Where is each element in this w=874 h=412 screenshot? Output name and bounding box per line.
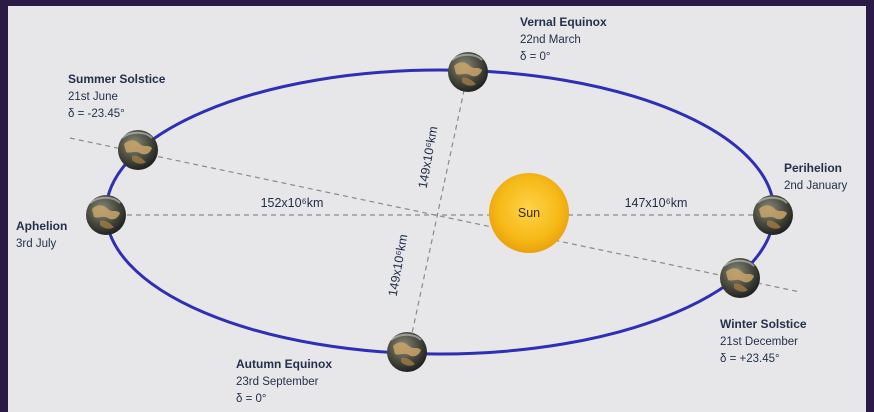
aphelion-title: Aphelion — [16, 219, 67, 233]
earth-aphelion — [85, 194, 127, 236]
vernal-equinox-declination: δ = 0° — [520, 51, 551, 63]
perihelion-distance-label: 147x10⁶km — [625, 196, 688, 210]
sun — [489, 173, 569, 253]
vernal-equinox-label: Vernal Equinox 22nd March δ = 0° — [520, 15, 607, 63]
minor-axis-upper-label: 149x10⁶km — [416, 125, 441, 189]
summer-solstice-title: Summer Solstice — [68, 72, 166, 86]
minor-axis-line — [407, 71, 469, 353]
aphelion-distance-label: 152x10⁶km — [261, 196, 324, 210]
winter-solstice-title: Winter Solstice — [720, 317, 807, 331]
winter-solstice-declination: δ = +23.45° — [720, 353, 780, 365]
aphelion-date: 3rd July — [16, 238, 57, 250]
minor-axis-lower-label: 149x10⁶km — [386, 233, 411, 297]
winter-solstice-date: 21st December — [720, 336, 798, 348]
autumn-equinox-declination: δ = 0° — [236, 393, 267, 405]
perihelion-date: 2nd January — [784, 180, 848, 192]
summer-solstice-label: Summer Solstice 21st June δ = -23.45° — [68, 72, 166, 120]
earth-vernal-equinox — [447, 51, 489, 93]
solstice-line — [69, 137, 801, 293]
perihelion-label: Perihelion 2nd January — [784, 161, 848, 192]
sun-label: Sun — [518, 206, 540, 220]
summer-solstice-date: 21st June — [68, 91, 118, 103]
earth-summer-solstice — [117, 129, 159, 171]
autumn-equinox-date: 23rd September — [236, 376, 319, 388]
earth-perihelion — [752, 194, 794, 236]
earth-orbit — [104, 68, 776, 356]
earth-winter-solstice — [719, 257, 761, 299]
diagram-frame — [8, 6, 866, 412]
aphelion-label: Aphelion 3rd July — [16, 219, 67, 250]
perihelion-title: Perihelion — [784, 161, 842, 175]
autumn-equinox-label: Autumn Equinox 23rd September δ = 0° — [236, 357, 332, 405]
autumn-equinox-title: Autumn Equinox — [236, 357, 332, 371]
winter-solstice-label: Winter Solstice 21st December δ = +23.45… — [720, 317, 807, 365]
earth-autumn-equinox — [386, 331, 428, 373]
vernal-equinox-title: Vernal Equinox — [520, 15, 607, 29]
vernal-equinox-date: 22nd March — [520, 34, 581, 46]
summer-solstice-declination: δ = -23.45° — [68, 108, 125, 120]
